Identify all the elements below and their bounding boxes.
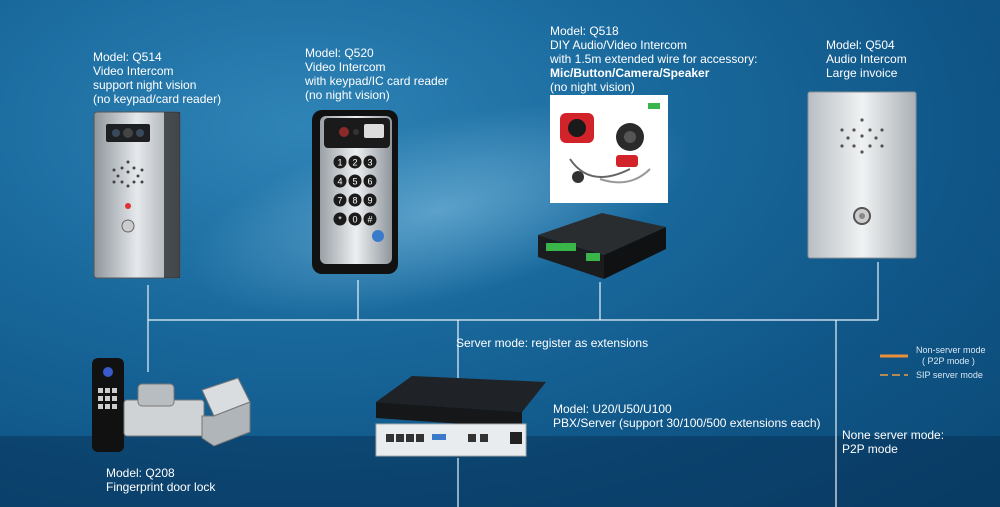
legend-sip-text: SIP server mode <box>916 370 983 380</box>
keypad-key-bg <box>348 155 362 169</box>
keypad-key-label: 4 <box>337 177 342 187</box>
legend-non-server-text-1: Non-server mode <box>916 345 986 355</box>
none-server-label: None server mode: P2P mode <box>842 428 944 456</box>
q504-label: Model: Q504 Audio Intercom Large invoice <box>826 38 907 80</box>
keypad-key-label: * <box>338 215 342 225</box>
q504-line-1: Model: Q504 <box>826 38 895 52</box>
q514-line-3: support night vision <box>93 78 197 92</box>
q518-line-4: Mic/Button/Camera/Speaker <box>550 66 710 80</box>
keypad-key-label: # <box>367 215 372 225</box>
q520-label: Model: Q520 Video Intercom with keypad/I… <box>305 46 448 102</box>
q208-line-2: Fingerprint door lock <box>106 480 216 494</box>
keypad-key-bg <box>363 174 377 188</box>
keypad-key-bg <box>363 193 377 207</box>
q518-line-3: with 1.5m extended wire for accessory: <box>550 52 758 66</box>
keypad-key-bg <box>333 155 347 169</box>
legend-swatches <box>880 354 908 376</box>
q208-device-image <box>92 358 251 452</box>
q208-line-1: Model: Q208 <box>106 466 175 480</box>
keypad-key-bg <box>333 212 347 226</box>
q518-line-2: DIY Audio/Video Intercom <box>550 38 687 52</box>
q514-line-1: Model: Q514 <box>93 50 162 64</box>
none-server-line-1: None server mode: <box>842 428 945 442</box>
keypad-key-bg <box>348 193 362 207</box>
q208-label: Model: Q208 Fingerprint door lock <box>106 466 215 494</box>
q504-line-2: Audio Intercom <box>826 52 907 66</box>
pbx-label: Model: U20/U50/U100 PBX/Server (support … <box>553 402 821 430</box>
q520-line-1: Model: Q520 <box>305 46 374 60</box>
keypad-key-label: 8 <box>352 196 357 206</box>
keypad-key-bg <box>363 212 377 226</box>
keypad-key-label: 2 <box>352 158 357 168</box>
q520-line-2: Video Intercom <box>305 60 386 74</box>
q518-line-1: Model: Q518 <box>550 24 619 38</box>
keypad-key-label: 7 <box>337 196 342 206</box>
keypad-key-bg <box>333 174 347 188</box>
keypad-key-label: 5 <box>352 177 357 187</box>
none-server-line-2: P2P mode <box>842 442 898 456</box>
keypad-key-bg <box>363 155 377 169</box>
q514-label: Model: Q514 Video Intercom support night… <box>93 50 221 106</box>
pbx-line-2: PBX/Server (support 30/100/500 extension… <box>553 416 821 430</box>
q520-line-4: (no night vision) <box>305 88 390 102</box>
server-mode-label: Server mode: register as extensions <box>456 336 649 350</box>
legend-non-server-text-2: ( P2P mode ) <box>922 356 975 366</box>
q518-line-5: (no night vision) <box>550 80 635 94</box>
q518-controller-box-image <box>538 213 666 279</box>
q504-device-image <box>807 91 917 259</box>
q514-line-4: (no keypad/card reader) <box>93 92 222 106</box>
keypad-key-bg <box>348 174 362 188</box>
pbx-device-image <box>375 376 546 457</box>
q514-device-image <box>93 111 181 279</box>
keypad-key-bg <box>333 193 347 207</box>
pbx-line-1: Model: U20/U50/U100 <box>553 402 672 416</box>
q518-label: Model: Q518 DIY Audio/Video Intercom wit… <box>550 24 757 94</box>
keypad-key-bg <box>348 212 362 226</box>
q504-line-3: Large invoice <box>826 66 898 80</box>
q520-line-3: with keypad/IC card reader <box>305 74 449 88</box>
keypad-key-label: 9 <box>367 196 372 206</box>
q518-accessories-image <box>550 95 668 203</box>
keypad-key-label: 6 <box>367 177 372 187</box>
keypad-key-label: 3 <box>367 158 372 168</box>
keypad-key-label: 1 <box>337 158 342 168</box>
keypad-key-label: 0 <box>352 215 357 225</box>
q514-line-2: Video Intercom <box>93 64 174 78</box>
